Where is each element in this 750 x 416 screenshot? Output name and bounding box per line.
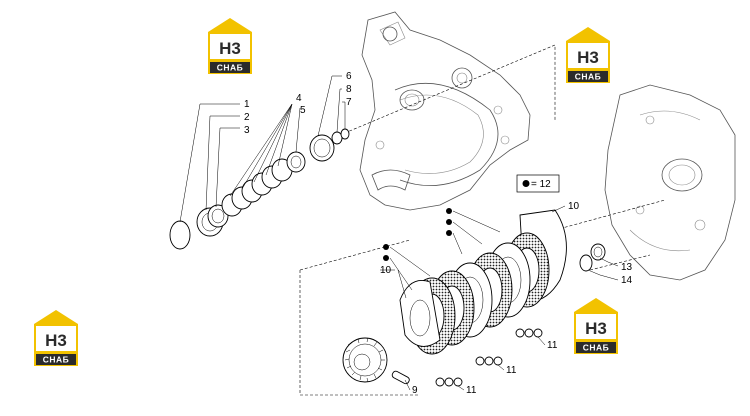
- transmission-housing-top: [359, 11, 531, 211]
- transmission-housing-right: [604, 84, 736, 281]
- part-9-pin: [391, 370, 410, 385]
- part-7-oring: [331, 131, 343, 145]
- logo-top-left: H3 СНАБ: [208, 18, 252, 74]
- callout-4: 4: [296, 93, 302, 104]
- logo-mark-text: H3: [45, 331, 67, 350]
- part-8-ring: [340, 128, 350, 140]
- legend-box: = 12: [516, 174, 560, 193]
- steel-plate-front: [399, 280, 441, 347]
- callout-13: 13: [621, 262, 633, 273]
- piston-assembly: [169, 128, 350, 250]
- part-14-snap-ring: [579, 254, 593, 272]
- upper-leader-lines: [179, 75, 346, 223]
- part-4-spring-stack: [221, 158, 293, 217]
- callout-10-left: 10: [380, 265, 392, 276]
- callout-11-right: 11: [547, 340, 558, 351]
- part-1-cap: [169, 220, 191, 250]
- clutch-pack: [342, 208, 606, 387]
- part-hub-gear: [342, 337, 388, 383]
- logo-top-right: H3 СНАБ: [566, 27, 610, 83]
- part-5-piston: [286, 151, 306, 173]
- part-11-springs: [435, 328, 543, 387]
- callout-10-right: 10: [568, 201, 580, 212]
- lower-leader-lines: [380, 205, 619, 391]
- legend-label: = 12: [531, 179, 551, 190]
- logo-bottom-left: H3 СНАБ: [34, 310, 78, 366]
- logo-mark-text: H3: [577, 48, 599, 67]
- callout-14: 14: [621, 275, 633, 286]
- callouts: 1 2 3 4 5 6 8 7 10 10 13 14 9 11 11 11: [244, 71, 633, 396]
- logo-caption: СНАБ: [583, 343, 610, 353]
- callout-3: 3: [244, 125, 250, 136]
- callout-5: 5: [300, 105, 306, 116]
- part-13-bushing: [590, 243, 606, 261]
- callout-2: 2: [244, 112, 250, 123]
- part-6-seal: [309, 134, 335, 162]
- logo-mark-text: H3: [585, 319, 607, 338]
- callout-7: 7: [346, 97, 352, 108]
- logo-caption: СНАБ: [217, 63, 244, 73]
- callout-9: 9: [412, 385, 418, 396]
- callout-8: 8: [346, 84, 352, 95]
- callout-11-middle: 11: [506, 365, 517, 376]
- logo-bottom-right: H3 СНАБ: [574, 298, 618, 354]
- callout-1: 1: [244, 99, 250, 110]
- alignment-lines: [299, 44, 666, 396]
- part-12-markers: [383, 208, 452, 261]
- logo-mark-text: H3: [219, 39, 241, 58]
- logo-caption: СНАБ: [43, 355, 70, 365]
- callout-6: 6: [346, 71, 352, 82]
- callout-11-left: 11: [466, 385, 477, 396]
- logo-caption: СНАБ: [575, 72, 602, 82]
